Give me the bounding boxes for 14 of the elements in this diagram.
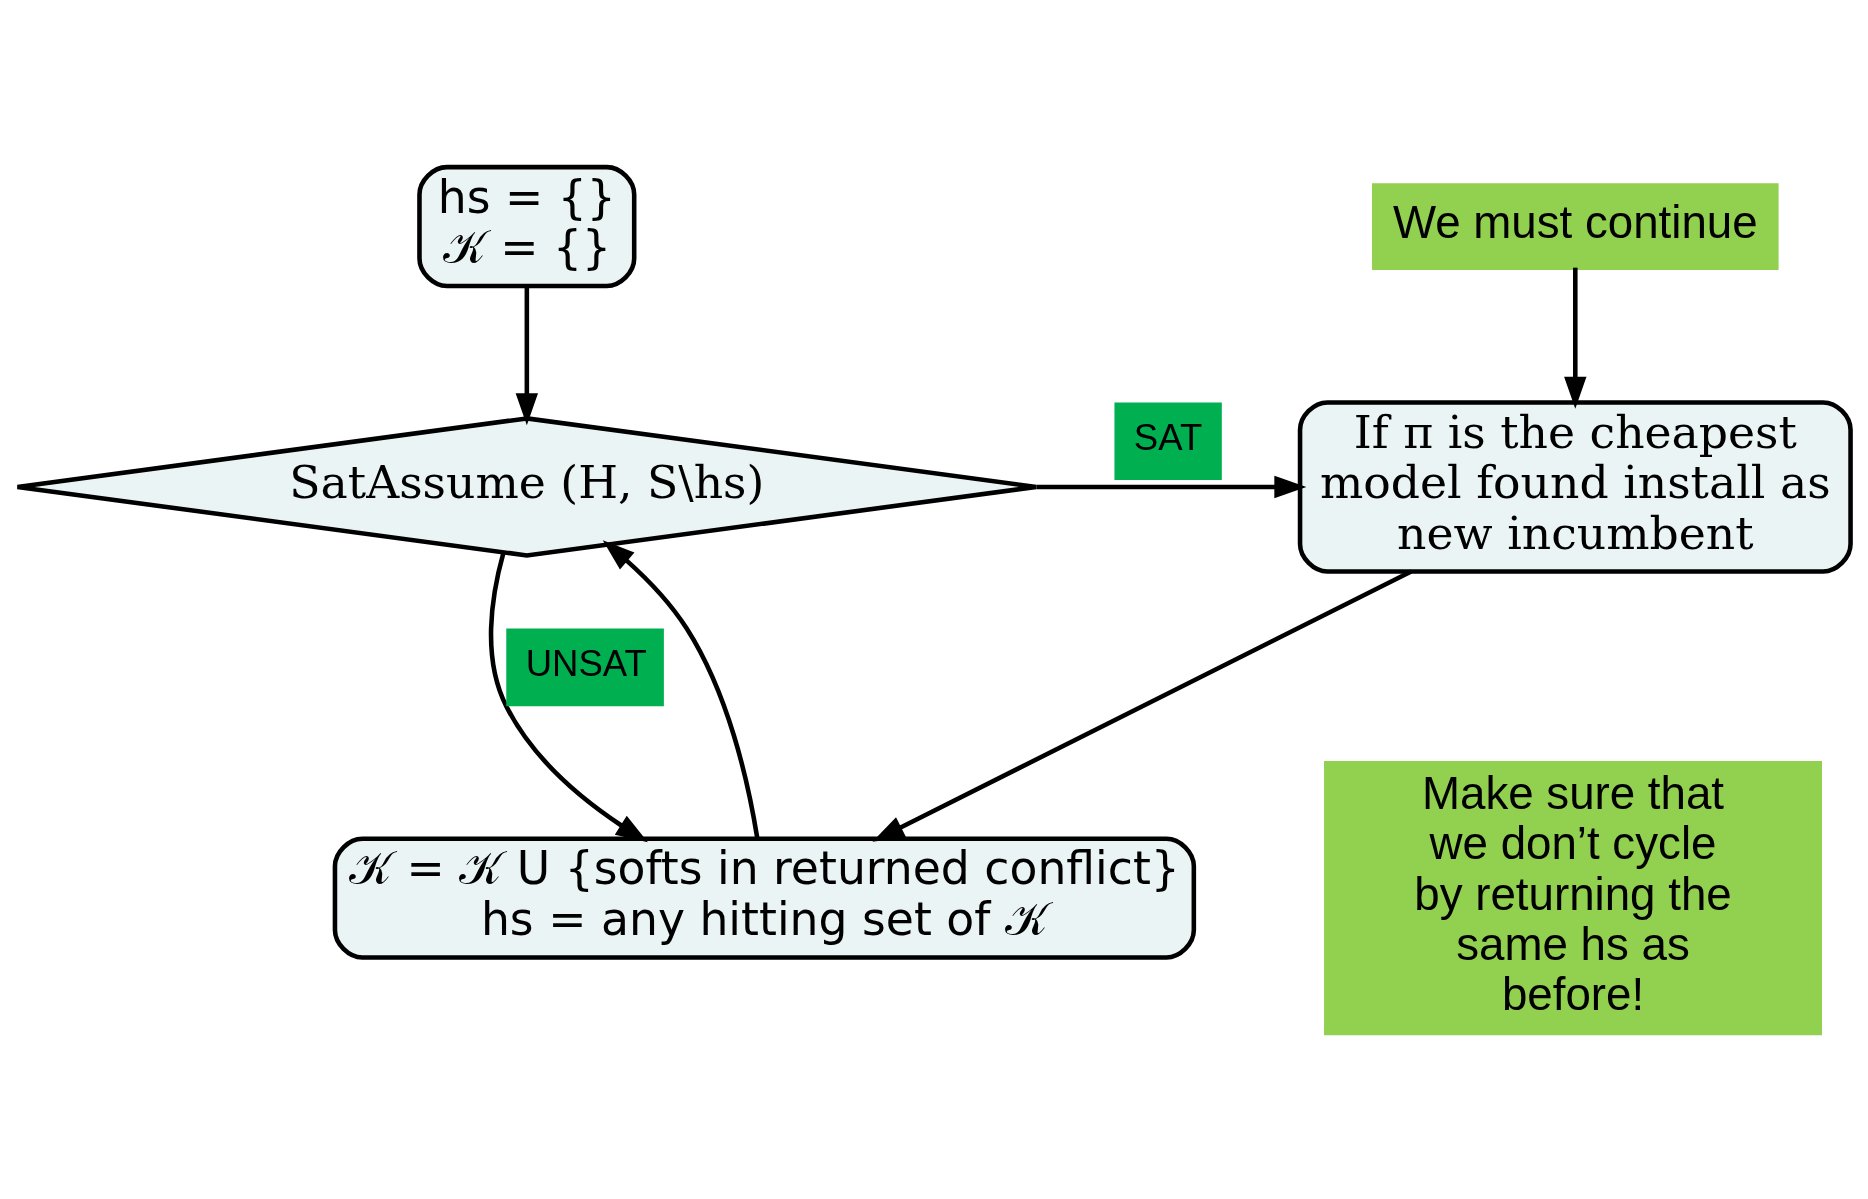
arrow — [602, 539, 760, 838]
arrow — [1036, 475, 1307, 498]
arrow — [1564, 267, 1587, 409]
node-diamond: SatAssume (H, S\hs) — [15, 415, 1039, 558]
node-box: Make sure that we don’t cycle by returning the same hs as before! — [1324, 760, 1822, 1035]
arrow — [515, 285, 539, 425]
node-box: hs = {} 𝒦 = {} — [417, 164, 637, 288]
node-box: If π is the cheapest model found install as new incumbent — [1297, 399, 1853, 574]
node-box: We must continue — [1372, 182, 1779, 270]
node-box: 𝒦 = 𝒦 U {softs in returned conflict} hs = any hitting set of 𝒦 — [332, 835, 1197, 960]
edge-label: UNSAT — [525, 642, 647, 684]
arrow — [872, 568, 1413, 842]
edge-label: SAT — [1133, 416, 1203, 458]
arrow — [488, 551, 648, 842]
